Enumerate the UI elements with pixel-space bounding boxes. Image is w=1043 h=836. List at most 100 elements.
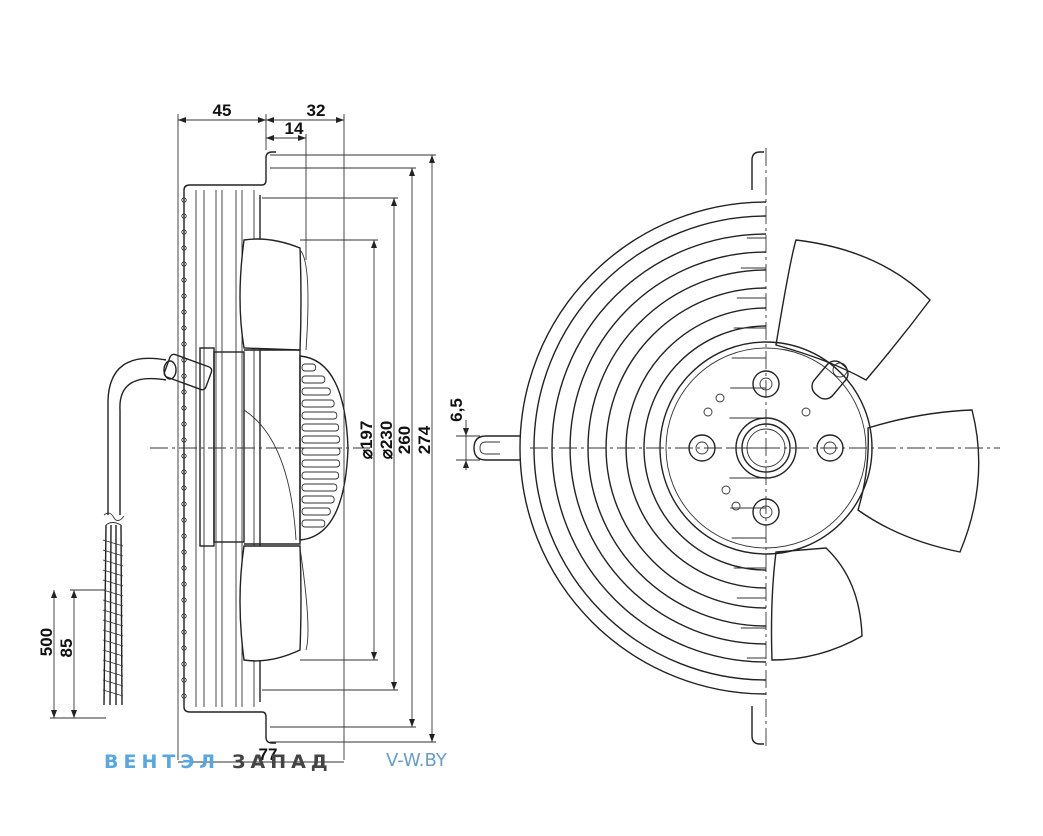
- dimension-arrow: [298, 135, 306, 141]
- rivet: [181, 517, 187, 523]
- side-view: [102, 151, 370, 744]
- dimension-arrow: [266, 135, 274, 141]
- wire-stripe: [102, 559, 124, 567]
- rivet: [181, 501, 187, 507]
- brand-part1: ВЕНТЭЛ: [104, 751, 220, 773]
- brand-part2: ЗАПАД: [232, 751, 333, 773]
- rivet: [181, 597, 187, 603]
- rivet: [181, 549, 187, 555]
- dimension-arrow: [429, 734, 435, 742]
- motor-fin: [301, 399, 335, 408]
- dimension-arrow: [71, 710, 77, 718]
- motor-fin: [301, 483, 338, 492]
- wire-stripe: [102, 569, 124, 577]
- wire-stripe: [102, 619, 124, 627]
- dimension-arrow: [391, 198, 397, 206]
- front-view: [456, 148, 1000, 750]
- wire-stripe: [102, 589, 124, 597]
- rivet: [181, 213, 187, 219]
- rivet: [181, 565, 187, 571]
- dimension-arrow: [429, 155, 435, 163]
- rivet: [181, 197, 187, 203]
- motor-fin: [301, 387, 331, 396]
- dim-500: 500: [37, 628, 56, 656]
- rivet: [181, 645, 187, 651]
- wire-stripe: [102, 669, 124, 677]
- rivet: [181, 469, 187, 475]
- motor-fin: [301, 495, 335, 504]
- wire-stripe: [102, 539, 124, 547]
- motor-fin: [301, 507, 331, 516]
- dimension-arrow: [391, 682, 397, 690]
- rivet: [181, 581, 187, 587]
- wire-stripe: [102, 629, 124, 637]
- guard-ring: [519, 201, 767, 695]
- dim-32: 32: [307, 101, 326, 120]
- guard-ring: [643, 325, 767, 571]
- hub-screw: [721, 485, 731, 495]
- rivet: [181, 533, 187, 539]
- rivet: [181, 405, 187, 411]
- dimension-arrow: [178, 117, 186, 123]
- motor-fin: [301, 519, 326, 528]
- rivet: [181, 309, 187, 315]
- hub-screw: [801, 407, 811, 417]
- wire-stripe: [102, 689, 124, 697]
- dimension-arrows: [51, 117, 469, 742]
- dimension-arrow: [409, 168, 415, 176]
- dim-197: ⌀197: [357, 421, 376, 460]
- rivet: [181, 341, 187, 347]
- rivet: [181, 325, 187, 331]
- dimension-arrow: [371, 652, 377, 660]
- dimension-arrow: [51, 710, 57, 718]
- rivet: [181, 373, 187, 379]
- motor-fin: [301, 471, 340, 480]
- dimension-arrow: [409, 719, 415, 727]
- dim-14: 14: [285, 119, 304, 138]
- dimension-arrow: [371, 240, 377, 248]
- rivet: [181, 261, 187, 267]
- motor-fin: [301, 459, 341, 468]
- dim-85: 85: [57, 639, 76, 658]
- hub-screw: [731, 501, 741, 511]
- dimension-arrow: [71, 590, 77, 598]
- dimension-arrow: [51, 590, 57, 598]
- rivet: [181, 629, 187, 635]
- rivet: [181, 661, 187, 667]
- rivet: [181, 693, 187, 699]
- rivet: [181, 293, 187, 299]
- wire-stripe: [102, 649, 124, 657]
- rivet: [181, 437, 187, 443]
- motor-fin: [301, 363, 317, 372]
- dim-260: 260: [395, 426, 414, 454]
- wire-stripe: [102, 549, 124, 557]
- wire-stripe: [102, 639, 124, 647]
- motor-fin: [301, 435, 341, 444]
- motor-fin: [301, 423, 340, 432]
- rivet: [181, 677, 187, 683]
- frame-rivets: [181, 197, 187, 699]
- rivet: [181, 485, 187, 491]
- brand-url: V-W.BY: [386, 750, 448, 771]
- rivet: [181, 389, 187, 395]
- dimension-arrow: [336, 117, 344, 123]
- rivet: [181, 277, 187, 283]
- rivet: [181, 421, 187, 427]
- motor-fin: [301, 411, 338, 420]
- wire-stripe: [102, 579, 124, 587]
- rivet: [181, 613, 187, 619]
- wire-stripe: [102, 679, 124, 687]
- rivet: [181, 245, 187, 251]
- dim-230: ⌀230: [377, 421, 396, 460]
- dim-45: 45: [213, 101, 232, 120]
- wire-stripe: [102, 599, 124, 607]
- motor-fin: [301, 447, 341, 456]
- dimension-arrow: [266, 117, 274, 123]
- dim-6-5: 6,5: [447, 398, 466, 422]
- dim-274: 274: [415, 425, 434, 454]
- wire-stripe: [102, 609, 124, 617]
- dim-77: 77: [259, 745, 278, 764]
- hub-screw: [703, 407, 713, 417]
- hub-screw: [715, 393, 725, 403]
